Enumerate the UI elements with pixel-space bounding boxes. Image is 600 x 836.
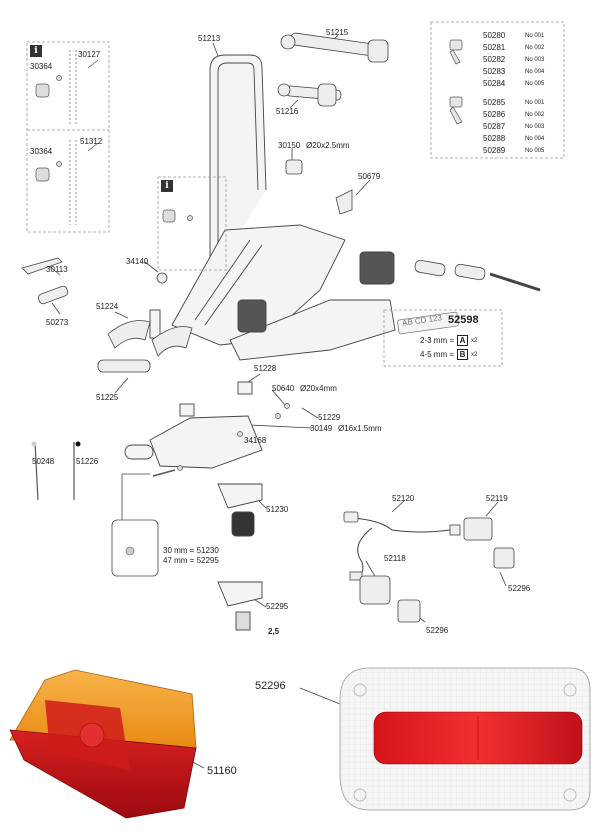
plate-part-number: 52598 xyxy=(448,314,479,326)
info-icon: i xyxy=(161,180,173,192)
part-size-50640: Ø20x4mm xyxy=(300,384,337,393)
part-label-30364: 30364 xyxy=(30,62,53,71)
part-label-52296: 52296 xyxy=(508,584,531,593)
info-icon: i xyxy=(30,45,42,57)
part-label-50248: 50248 xyxy=(32,457,55,466)
wiring xyxy=(351,517,451,579)
part-label-52296: 52296 xyxy=(426,626,449,635)
height-note-a: 30 mm = 51230 xyxy=(163,546,219,555)
part-label-51312: 51312 xyxy=(80,137,103,146)
part-label-34140: 34140 xyxy=(126,257,149,266)
lamp-51160-drawing xyxy=(9,669,197,819)
lower-mount xyxy=(124,381,263,631)
spacer-row-a: 2-3 mm = A x2 xyxy=(420,335,478,346)
lens-52296-drawing xyxy=(339,667,591,811)
part-label-51213: 51213 xyxy=(198,34,221,43)
part-label-52119: 52119 xyxy=(486,494,508,503)
main-frame xyxy=(149,54,396,361)
part-label-34168: 34168 xyxy=(244,436,267,445)
part-label-51216: 51216 xyxy=(276,107,299,116)
height-note-b: 47 mm = 52295 xyxy=(163,556,219,565)
plate-sketch xyxy=(397,311,459,335)
info-box-parts xyxy=(35,59,99,182)
part-label-50679: 50679 xyxy=(358,172,381,181)
part-label-30149: 30149 xyxy=(310,424,333,433)
part-size-30149: Ø16x1.5mm xyxy=(338,424,382,433)
left-accessories xyxy=(21,257,193,373)
part-label-51215: 51215 xyxy=(326,28,349,37)
plate-spacer-notes: 2-3 mm = A x2 4-5 mm = B x2 xyxy=(420,332,477,360)
part-label-50640: 50640 xyxy=(272,384,295,393)
part-label-30364: 30364 xyxy=(30,147,53,156)
part-label-30127: 30127 xyxy=(78,50,101,59)
screw-drawings xyxy=(449,39,463,125)
rails xyxy=(414,259,541,292)
torque-value: 2,5 xyxy=(268,627,280,636)
part-label-52295: 52295 xyxy=(266,602,289,611)
part-label-51224: 51224 xyxy=(96,302,119,311)
part-label-30150: 30150 xyxy=(278,141,301,150)
part-label-51226: 51226 xyxy=(76,457,99,466)
part-label-51228: 51228 xyxy=(254,364,277,373)
clamp-bars xyxy=(277,32,389,215)
spacer-row-b: 4-5 mm = B x2 xyxy=(420,349,478,360)
part-label-30113: 30113 xyxy=(46,265,68,274)
part-label-52118: 52118 xyxy=(384,554,406,563)
part-label-51229: 51229 xyxy=(318,413,341,422)
part-label-51225: 51225 xyxy=(96,393,119,402)
part-label-52296-lens: 52296 xyxy=(255,680,286,692)
plate-callout: 52598 xyxy=(448,314,479,326)
part-label-50273: 50273 xyxy=(46,318,69,327)
part-label-52120: 52120 xyxy=(392,494,415,503)
part-label-51230: 51230 xyxy=(266,505,289,514)
part-size-30150: Ø20x2.5mm xyxy=(306,141,350,150)
part-label-51160: 51160 xyxy=(207,765,237,777)
